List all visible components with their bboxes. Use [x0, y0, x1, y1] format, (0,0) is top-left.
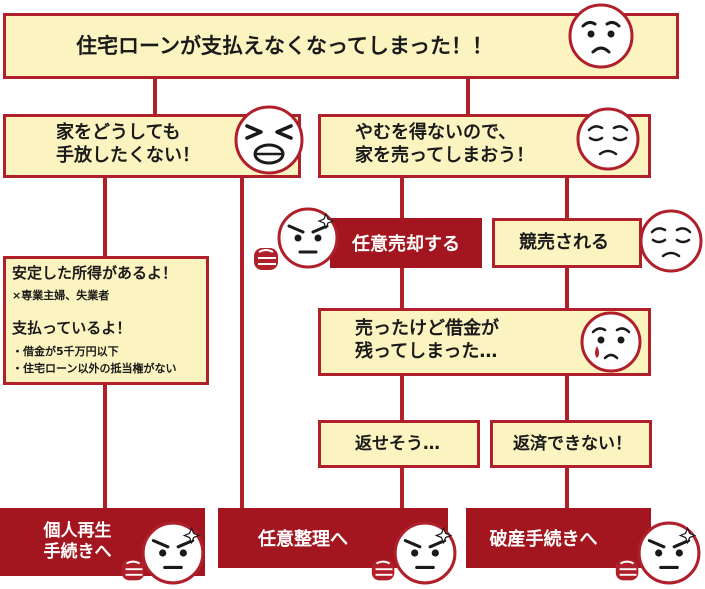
condition-debt-limit: ・借金が5千万円以下 [12, 345, 119, 358]
connector [153, 78, 157, 114]
determined-face-icon [141, 521, 205, 585]
determined-face-icon [277, 207, 339, 269]
personal-rehabilitation-label: 個人再生 手続きへ [43, 520, 112, 562]
worried-face-icon [568, 3, 634, 69]
connector [400, 376, 404, 420]
connector [565, 468, 569, 508]
auction-label: 競売される [519, 232, 609, 253]
voluntary-arrangement-label: 任意整理へ [258, 529, 348, 550]
top-problem-box: 住宅ローンが支払えなくなってしまった！！ [3, 13, 679, 79]
voluntary-sale-box: 任意売却する [330, 218, 482, 268]
condition-income-note: ×専業主婦、失業者 [12, 289, 110, 302]
bankruptcy-label: 破産手続きへ [489, 529, 598, 550]
connector [565, 268, 569, 308]
fist-icon [615, 559, 639, 581]
connector [103, 385, 107, 508]
teary-face-icon [580, 311, 642, 373]
connector [400, 176, 404, 218]
connector [400, 268, 404, 308]
keep-house-text: 家をどうしても 手放したくない！ [56, 122, 200, 166]
determined-face-icon [393, 521, 457, 585]
voluntary-sale-label: 任意売却する [352, 234, 460, 255]
fist-icon [121, 559, 145, 581]
can-repay-box: 返せそう… [318, 420, 480, 468]
condition-no-other-mortgage: ・住宅ローン以外の抵当権がない [12, 362, 177, 375]
fist-icon [254, 248, 278, 270]
cannot-repay-box: 返済できない！ [490, 420, 652, 468]
condition-income: 安定した所得があるよ！ [12, 264, 178, 282]
sad-face-icon [576, 107, 640, 171]
condition-paying: 支払っているよ！ [12, 319, 132, 337]
fist-icon [371, 559, 395, 581]
auction-box: 競売される [492, 218, 642, 268]
sad-face-icon [639, 209, 703, 273]
top-problem-text: 住宅ローンが支払えなくなってしまった！！ [76, 34, 494, 58]
sell-house-text: やむを得ないので、 家を売ってしまおう！ [355, 122, 535, 166]
cannot-repay-label: 返済できない！ [513, 434, 632, 454]
connector [466, 78, 470, 114]
connector [240, 176, 244, 508]
crying-squint-face-icon [234, 105, 304, 175]
debt-remaining-text: 売ったけど借金が 残ってしまった… [355, 318, 499, 362]
connector [103, 176, 107, 256]
connector [400, 468, 404, 508]
connector [565, 176, 569, 218]
conditions-box: 安定した所得があるよ！ ×専業主婦、失業者 支払っているよ！ ・借金が5千万円以… [3, 256, 209, 385]
determined-face-icon [637, 521, 701, 585]
can-repay-label: 返せそう… [355, 434, 440, 454]
connector [565, 376, 569, 420]
bankruptcy-box: 破産手続きへ [466, 508, 651, 568]
